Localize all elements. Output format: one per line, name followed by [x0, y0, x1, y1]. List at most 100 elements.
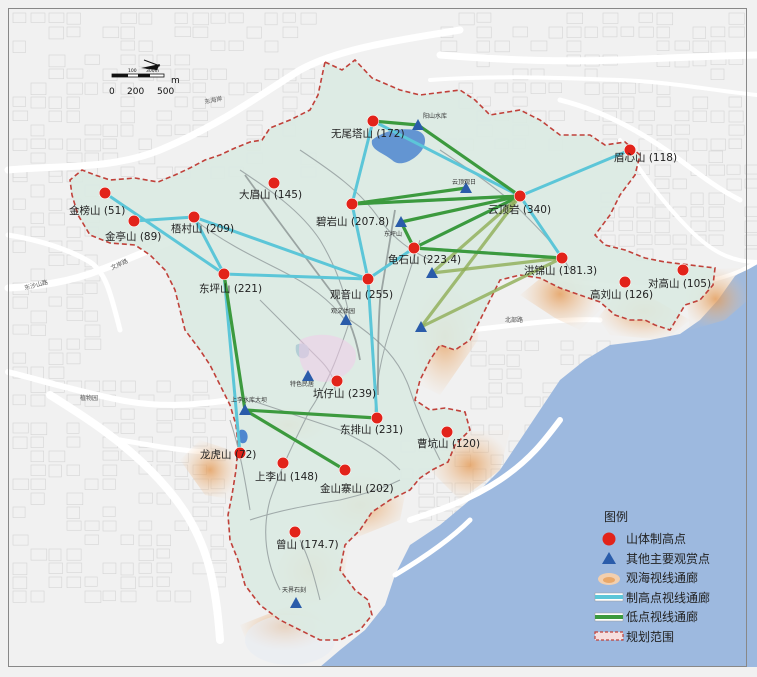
peak-marker[interactable] — [217, 267, 231, 281]
peak-label: 大眉山 (145) — [239, 188, 302, 201]
peak-marker[interactable] — [407, 241, 421, 255]
city-block — [708, 220, 725, 232]
peak-marker[interactable] — [288, 525, 302, 539]
city-block — [708, 150, 723, 163]
city-block — [476, 26, 492, 39]
city-block — [728, 26, 746, 38]
peak-marker[interactable] — [440, 425, 454, 439]
peak-marker[interactable] — [555, 251, 569, 265]
city-block — [30, 138, 46, 149]
city-block — [300, 12, 317, 25]
viewpoint-marker[interactable] — [395, 216, 407, 227]
viewpoint-marker[interactable] — [460, 182, 472, 193]
peak-marker[interactable] — [338, 463, 352, 477]
peak-marker[interactable] — [330, 374, 344, 388]
city-block — [488, 354, 505, 365]
city-block — [636, 192, 650, 204]
city-block — [708, 234, 724, 246]
city-block — [120, 380, 136, 393]
city-block — [30, 324, 46, 336]
city-block — [30, 184, 45, 198]
city-block — [66, 82, 83, 95]
peak-marker[interactable] — [366, 114, 380, 128]
label-road-beibu: 北部路 — [505, 316, 523, 324]
city-block — [30, 436, 44, 448]
city-block — [12, 198, 26, 210]
legend-item-low-corridor: 低点视线通廊 — [592, 607, 742, 627]
city-block — [672, 248, 687, 260]
city-block — [30, 548, 48, 561]
city-block — [120, 40, 135, 51]
peak-marker[interactable] — [233, 446, 247, 460]
peak-label: 坑仔山 (239) — [313, 387, 376, 400]
city-block — [654, 192, 671, 206]
city-block — [102, 450, 119, 461]
reservoir-yangshan — [371, 129, 426, 164]
peak-corridor-line — [366, 246, 416, 281]
peak-marker[interactable] — [623, 143, 637, 157]
city-block — [494, 40, 510, 53]
peak-label: 碧岩山 (207.8) — [316, 215, 389, 228]
city-block — [418, 482, 434, 495]
city-block — [156, 110, 172, 121]
city-block — [156, 548, 170, 559]
city-block — [744, 234, 757, 246]
city-block — [174, 54, 191, 66]
peak-marker[interactable] — [513, 189, 527, 203]
viewpoint-marker[interactable] — [340, 314, 352, 325]
city-block — [488, 382, 502, 394]
city-block — [192, 12, 209, 26]
peak-marker[interactable] — [676, 263, 690, 277]
city-block — [138, 40, 153, 52]
city-block — [192, 26, 209, 38]
peak-marker[interactable] — [276, 456, 290, 470]
peak-label: 洪锦山 (181.3) — [524, 264, 597, 277]
peak-marker[interactable] — [618, 275, 632, 289]
city-block — [744, 206, 757, 217]
city-block — [156, 590, 171, 602]
peak-marker[interactable] — [345, 197, 359, 211]
city-block — [138, 12, 153, 25]
city-block — [512, 96, 528, 107]
city-block — [488, 368, 503, 380]
low-corridor-line — [350, 186, 468, 206]
city-block — [726, 178, 742, 191]
city-block — [156, 422, 173, 433]
city-block — [138, 520, 153, 531]
city-block — [246, 82, 262, 93]
sea-corridor-icon — [598, 572, 620, 585]
city-block — [458, 12, 475, 26]
city-block — [246, 110, 264, 121]
viewpoint-marker-minor[interactable] — [415, 321, 427, 332]
legend-label-sea-corridor: 观海视线通廊 — [626, 571, 699, 586]
city-block — [692, 96, 709, 110]
peak-marker[interactable] — [187, 210, 201, 224]
peak-marker[interactable] — [127, 214, 141, 228]
peak-marker[interactable] — [361, 272, 375, 286]
city-block — [156, 54, 171, 66]
viewpoint-icon — [602, 552, 616, 565]
viewpoint-marker[interactable] — [290, 597, 302, 608]
peak-corridor-line — [350, 119, 375, 206]
city-block — [84, 520, 100, 531]
city-block — [210, 506, 224, 517]
peak-marker[interactable] — [370, 411, 384, 425]
viewpoint-marker[interactable] — [412, 119, 424, 130]
city-block — [66, 436, 81, 448]
city-block — [156, 576, 170, 587]
city-block — [672, 178, 687, 190]
city-block — [282, 12, 296, 23]
city-block — [656, 124, 672, 136]
viewpoint-marker-minor[interactable] — [426, 267, 438, 278]
viewpoint-marker[interactable] — [302, 370, 314, 381]
peak-marker[interactable] — [98, 186, 112, 200]
city-block — [120, 12, 137, 24]
peak-marker[interactable] — [267, 176, 281, 190]
city-block — [566, 12, 583, 24]
viewpoint-marker[interactable] — [239, 404, 251, 415]
city-block — [66, 394, 81, 406]
city-block — [282, 26, 299, 39]
city-block — [48, 450, 66, 463]
city-block — [48, 296, 62, 307]
